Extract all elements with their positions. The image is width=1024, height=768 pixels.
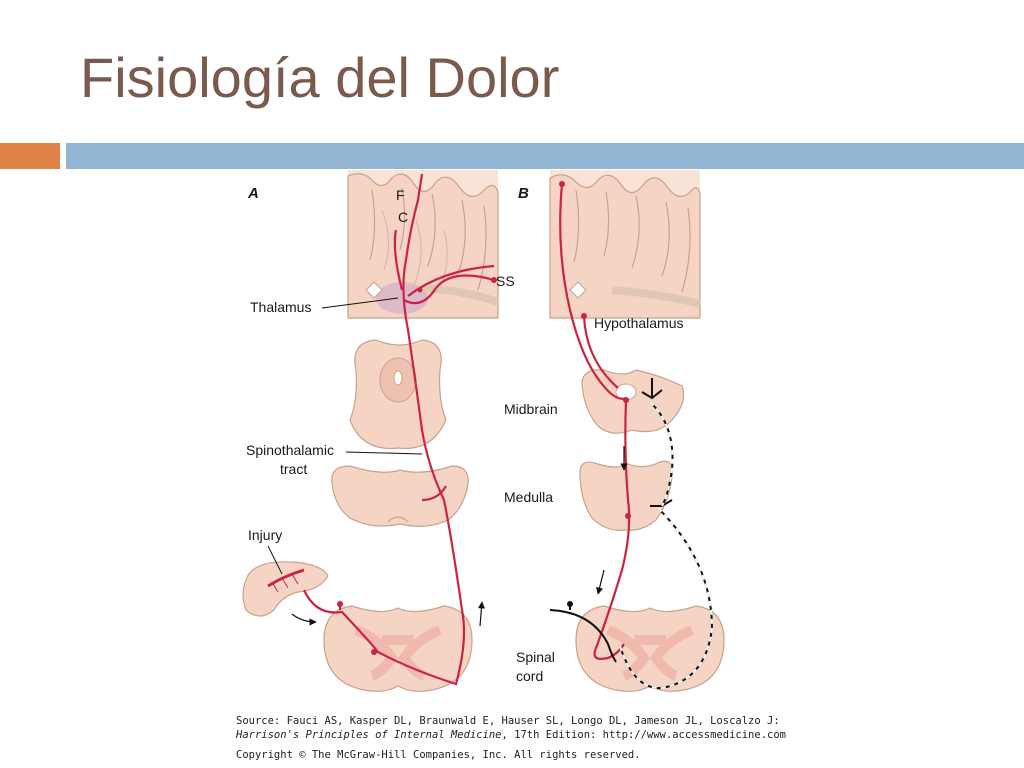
brain-section-b: [549, 170, 702, 319]
label-spinothalamic: Spinothalamic: [246, 442, 334, 458]
source-citation: Source: Fauci AS, Kasper DL, Braunwald E…: [236, 714, 796, 762]
accent-bar-orange: [0, 143, 60, 169]
label-medulla: Medulla: [504, 489, 553, 505]
label-spinal: Spinal: [516, 649, 555, 665]
injury-skin-a: [242, 561, 329, 617]
label-ss: SS: [496, 273, 515, 289]
midbrain-section-a: [349, 339, 447, 450]
label-spinothalamic-tract: tract: [280, 461, 307, 477]
label-cord: cord: [516, 668, 543, 684]
source-book-title: Harrison's Principles of Internal Medici…: [236, 729, 502, 741]
label-c: C: [398, 209, 408, 225]
label-midbrain: Midbrain: [504, 401, 558, 417]
source-line-2: Harrison's Principles of Internal Medici…: [236, 728, 796, 742]
source-edition: , 17th Edition: http://www.accessmedicin…: [501, 729, 786, 741]
descending-pathway-b: [559, 183, 631, 660]
accent-bar-blue: [66, 143, 1024, 169]
spinal-cord-section-b: [575, 605, 725, 692]
medulla-section-a: [331, 465, 469, 527]
label-injury: Injury: [248, 527, 282, 543]
panel-b-label: B: [518, 185, 529, 202]
panel-a-label: A: [247, 185, 259, 202]
pain-pathway-figure: A: [232, 170, 777, 700]
spinal-cord-section-a: [323, 605, 473, 692]
copyright-line: Copyright © The McGraw-Hill Companies, I…: [236, 749, 641, 761]
label-hypothalamus: Hypothalamus: [594, 315, 684, 331]
slide-title: Fisiología del Dolor: [80, 46, 560, 109]
brain-section-a: [347, 170, 500, 319]
label-f: F: [396, 187, 405, 203]
source-line-1: Source: Fauci AS, Kasper DL, Braunwald E…: [236, 715, 780, 727]
label-thalamus: Thalamus: [250, 299, 311, 315]
midbrain-section-b: [581, 369, 685, 434]
